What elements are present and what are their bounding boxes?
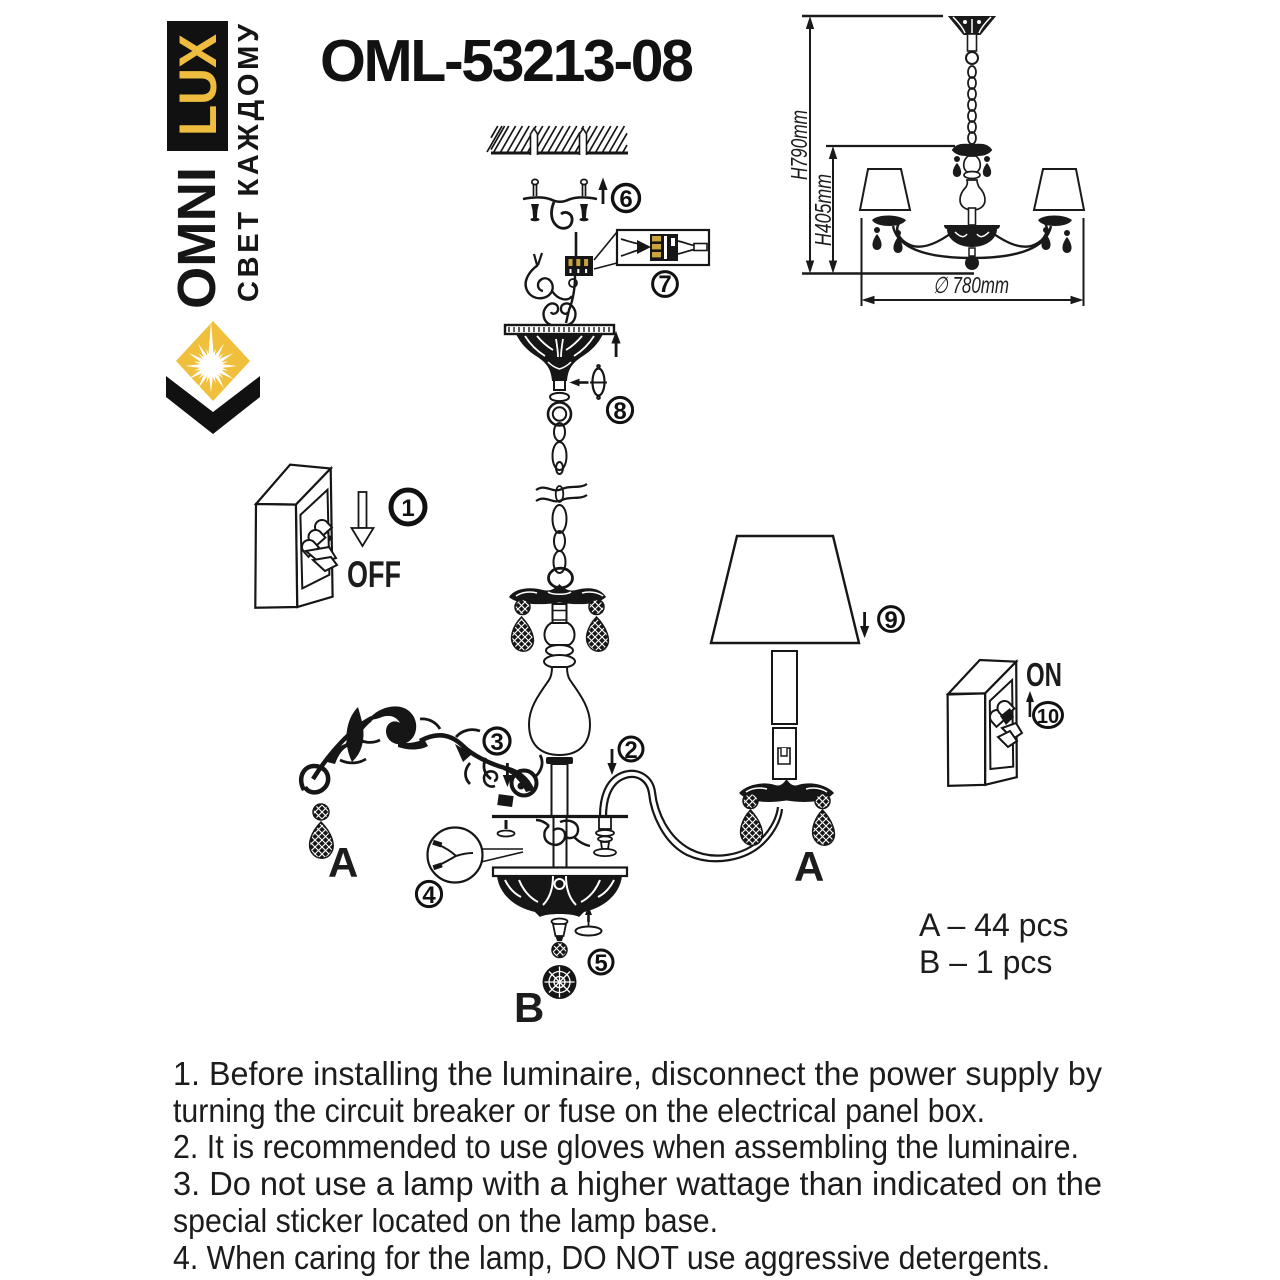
svg-text:∅ 780mm: ∅ 780mm <box>933 272 1009 298</box>
svg-text:B: B <box>514 984 544 1031</box>
svg-text:A: A <box>794 843 824 890</box>
svg-text:4. When caring for the lamp, D: 4. When caring for the lamp, DO NOT use … <box>173 1239 1050 1276</box>
svg-text:OMNI: OMNI <box>167 167 227 309</box>
svg-text:8: 8 <box>613 398 626 425</box>
svg-text:6: 6 <box>619 186 632 213</box>
svg-text:special sticker located on the: special sticker located on the lamp base… <box>173 1202 718 1239</box>
svg-text:H790mm: H790mm <box>786 110 812 180</box>
svg-text:2. It is recommended to use gl: 2. It is recommended to use gloves when … <box>173 1128 1079 1165</box>
svg-text:СВЕТ КАЖДОМУ: СВЕТ КАЖДОМУ <box>233 23 265 302</box>
svg-text:ON: ON <box>1026 656 1062 693</box>
svg-text:A – 44 pcs: A – 44 pcs <box>919 907 1068 943</box>
svg-text:2: 2 <box>624 737 637 764</box>
svg-text:1: 1 <box>401 495 414 522</box>
svg-text:10: 10 <box>1037 706 1059 728</box>
svg-text:9: 9 <box>884 607 897 634</box>
svg-text:3. Do not use a lamp with a hi: 3. Do not use a lamp with a higher watta… <box>173 1165 1102 1202</box>
svg-text:OML-53213-08: OML-53213-08 <box>320 28 694 94</box>
svg-text:OFF: OFF <box>347 554 401 595</box>
svg-text:3: 3 <box>490 729 503 756</box>
svg-text:H405mm: H405mm <box>810 174 836 246</box>
svg-text:5: 5 <box>594 950 607 977</box>
svg-text:1. Before installing the lumin: 1. Before installing the luminaire, disc… <box>173 1055 1102 1092</box>
svg-text:B – 1 pcs: B – 1 pcs <box>919 944 1052 980</box>
svg-text:4: 4 <box>422 882 436 909</box>
svg-text:7: 7 <box>658 271 671 298</box>
svg-text:LUX: LUX <box>169 34 228 136</box>
svg-text:turning the circuit breaker or: turning the circuit breaker or fuse on t… <box>173 1092 985 1129</box>
